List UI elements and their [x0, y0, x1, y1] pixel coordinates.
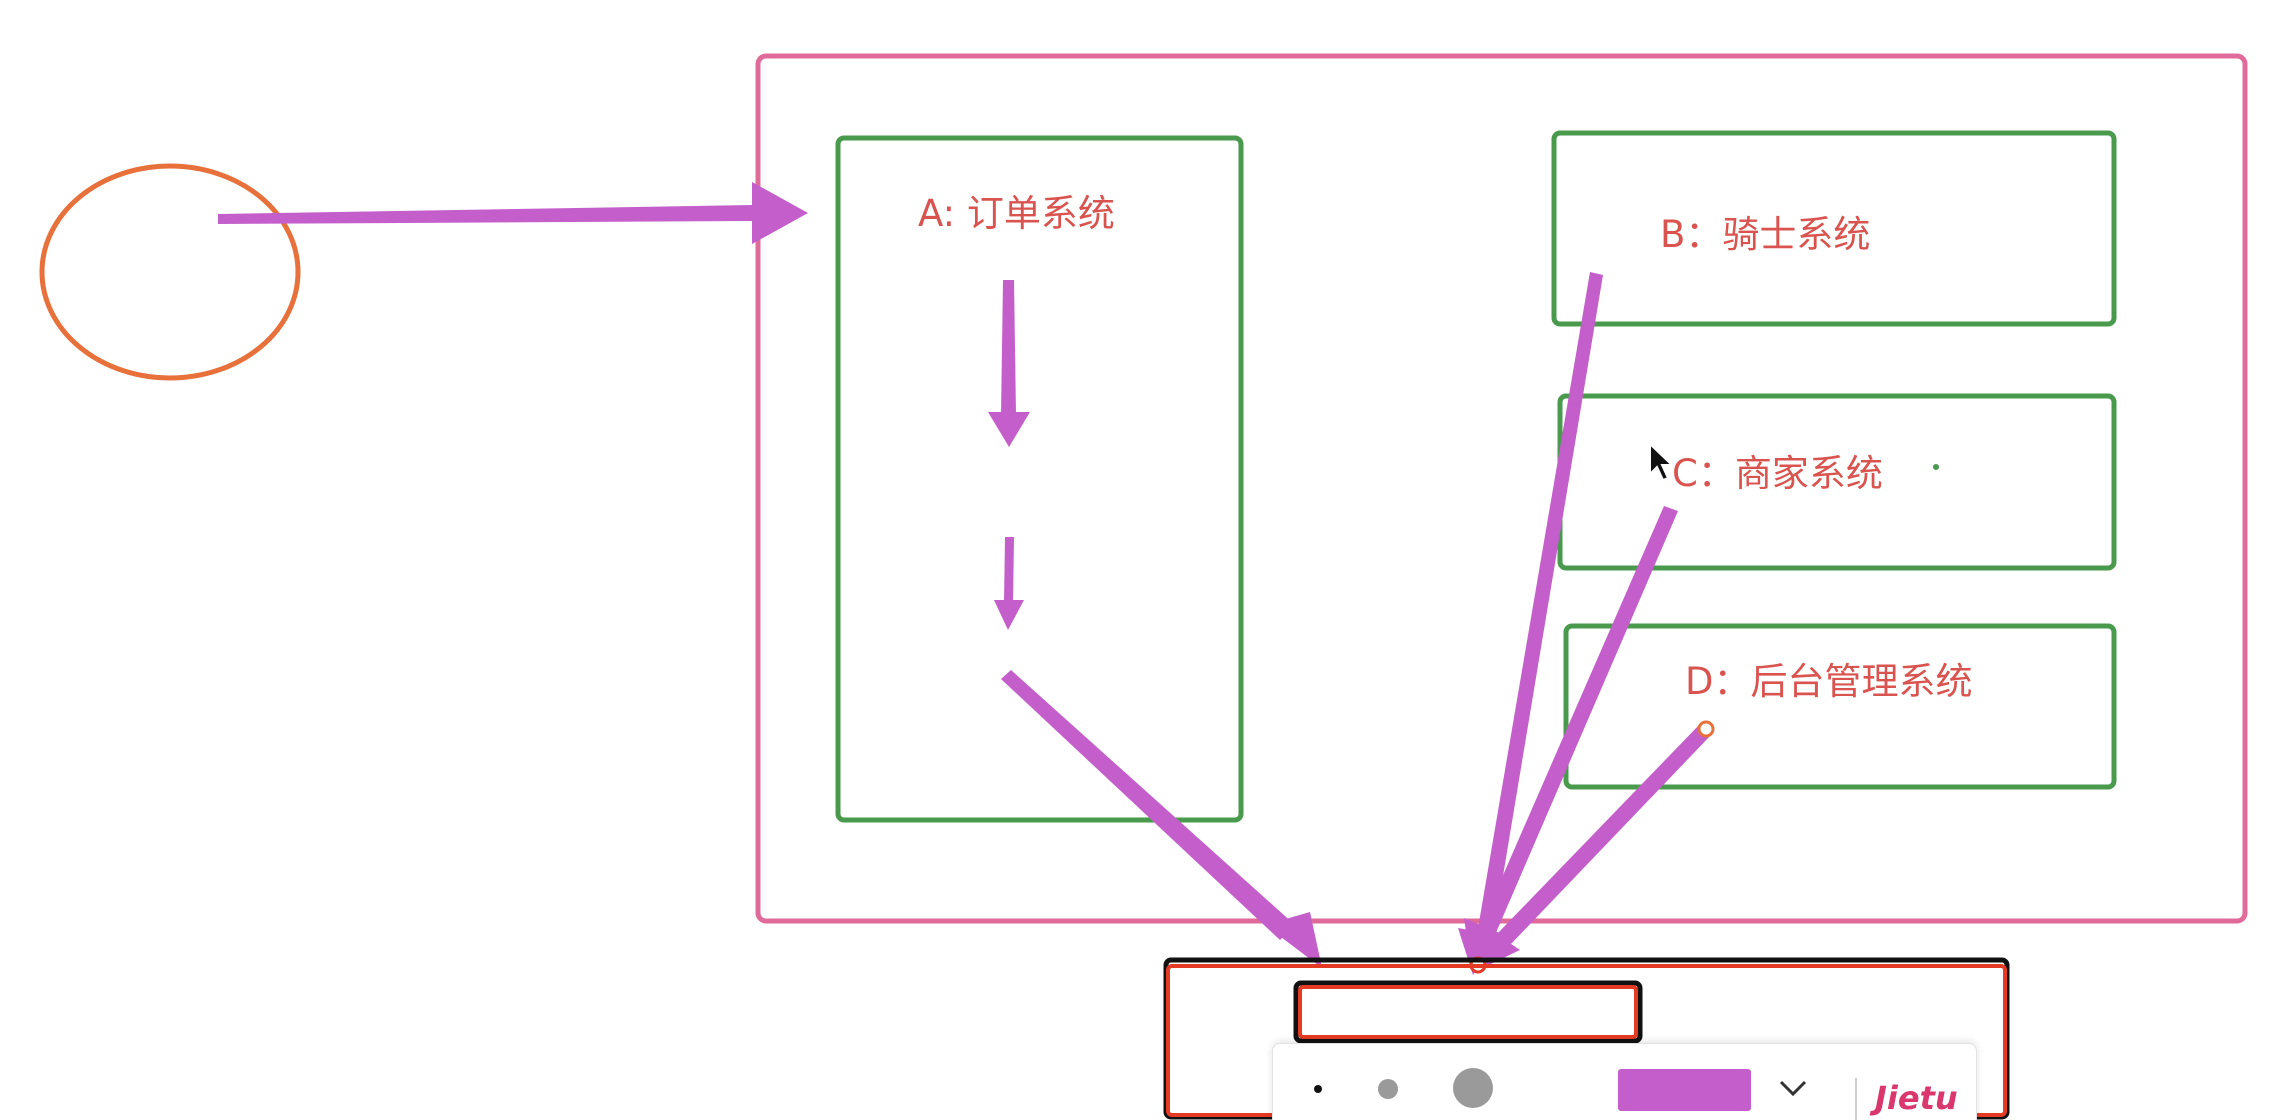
brush-size-small-button[interactable] [1293, 1064, 1343, 1114]
brush-medium-icon [1378, 1079, 1398, 1099]
order-flow-arrow-2-head [994, 600, 1024, 630]
admin-system-box[interactable] [1563, 623, 2117, 790]
annotation-toolbar: Jietu [1272, 1043, 1977, 1120]
order-flow-arrow-2[interactable] [1004, 537, 1014, 603]
admin-to-bottom-arrow[interactable] [1497, 724, 1712, 945]
color-picker-swatch[interactable] [1618, 1069, 1751, 1111]
user-ellipse[interactable] [39, 163, 301, 381]
entry-arrow[interactable] [218, 205, 752, 224]
brush-small-icon [1314, 1085, 1322, 1093]
brush-large-icon [1453, 1068, 1493, 1108]
entry-arrow-head [752, 182, 808, 244]
arrow-endpoint-handle[interactable] [1697, 720, 1715, 738]
admin-system-label: D：后台管理系统 [1685, 660, 1973, 703]
brush-size-medium-button[interactable] [1363, 1064, 1413, 1114]
rider-to-bottom-arrow[interactable] [1476, 272, 1603, 942]
order-flow-arrow-1[interactable] [1001, 280, 1016, 415]
order-system-label: A: 订单系统 [918, 192, 1115, 235]
rider-system-label: B：骑士系统 [1660, 213, 1871, 256]
inner-target-selection[interactable] [1298, 985, 1638, 1039]
merchant-to-bottom-arrow[interactable] [1480, 506, 1678, 935]
merchant-system-label: C：商家系统 [1672, 452, 1883, 495]
outer-system-frame[interactable] [755, 53, 2248, 924]
brush-size-large-button[interactable] [1443, 1058, 1505, 1120]
mouse-pointer-icon [1649, 441, 1675, 482]
order-system-box[interactable] [835, 135, 1244, 823]
order-flow-arrow-1-head [988, 412, 1030, 447]
inner-target-frame[interactable] [1293, 980, 1643, 1044]
order-to-bottom-arrow[interactable] [1001, 670, 1295, 940]
toolbar-separator [1855, 1078, 1857, 1120]
rider-system-box[interactable] [1551, 130, 2117, 327]
jietu-brand-logo: Jietu [1875, 1079, 1958, 1117]
stray-dot [1933, 464, 1939, 470]
order-to-bottom-arrow-head [1265, 912, 1322, 968]
chevron-down-icon[interactable] [1773, 1068, 1813, 1108]
